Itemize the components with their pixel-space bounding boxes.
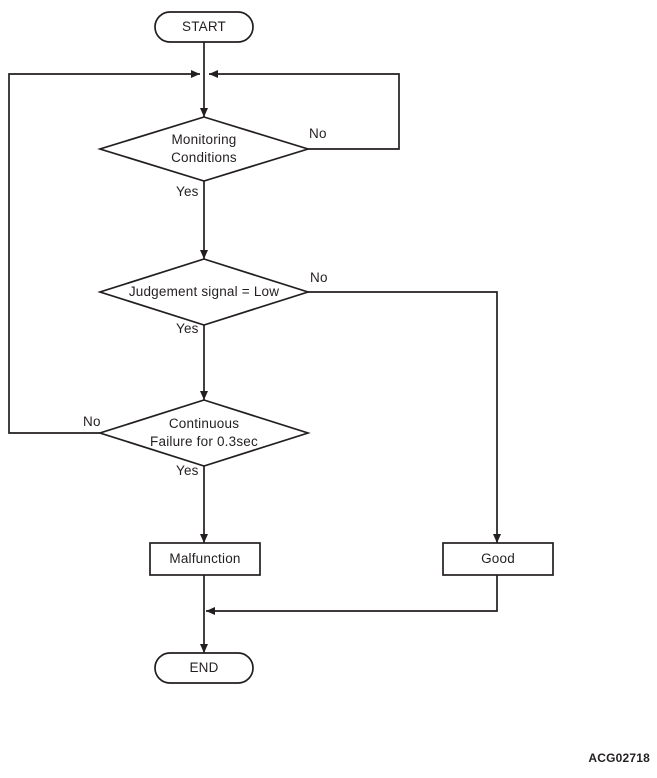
figure-code-label: ACG02718 [588,751,650,765]
end-label: END [189,660,219,675]
continuous-decision-shape [97,399,311,467]
judgement-yes-label: Yes [176,321,199,336]
edge-continuous-no-loop [8,70,200,434]
monitoring-decision-shape [97,116,311,182]
connectors [8,42,501,653]
end-terminator-shape [154,652,254,684]
start-terminator-shape [154,11,254,43]
malfunction-process-shape [149,542,261,576]
edge-monitoring-no-loop [209,70,400,150]
edge-judgement-no-to-good [308,291,501,543]
good-process-shape [442,542,554,576]
monitoring-yes-label: Yes [176,184,199,199]
edge-good-to-merge [206,575,498,615]
judgement-no-label: No [310,270,328,285]
continuous-failure-label: Continuous Failure for 0.3sec [150,416,258,449]
good-label: Good [481,551,515,566]
judgement-decision-shape [97,258,311,326]
node-shapes [97,11,554,684]
continuous-yes-label: Yes [176,463,199,478]
continuous-no-label: No [83,414,101,429]
malfunction-label: Malfunction [169,551,241,566]
monitoring-no-label: No [309,126,327,141]
judgement-signal-label: Judgement signal = Low [128,284,280,299]
start-label: START [181,19,226,34]
monitoring-conditions-label: Monitoring Conditions [171,132,237,165]
